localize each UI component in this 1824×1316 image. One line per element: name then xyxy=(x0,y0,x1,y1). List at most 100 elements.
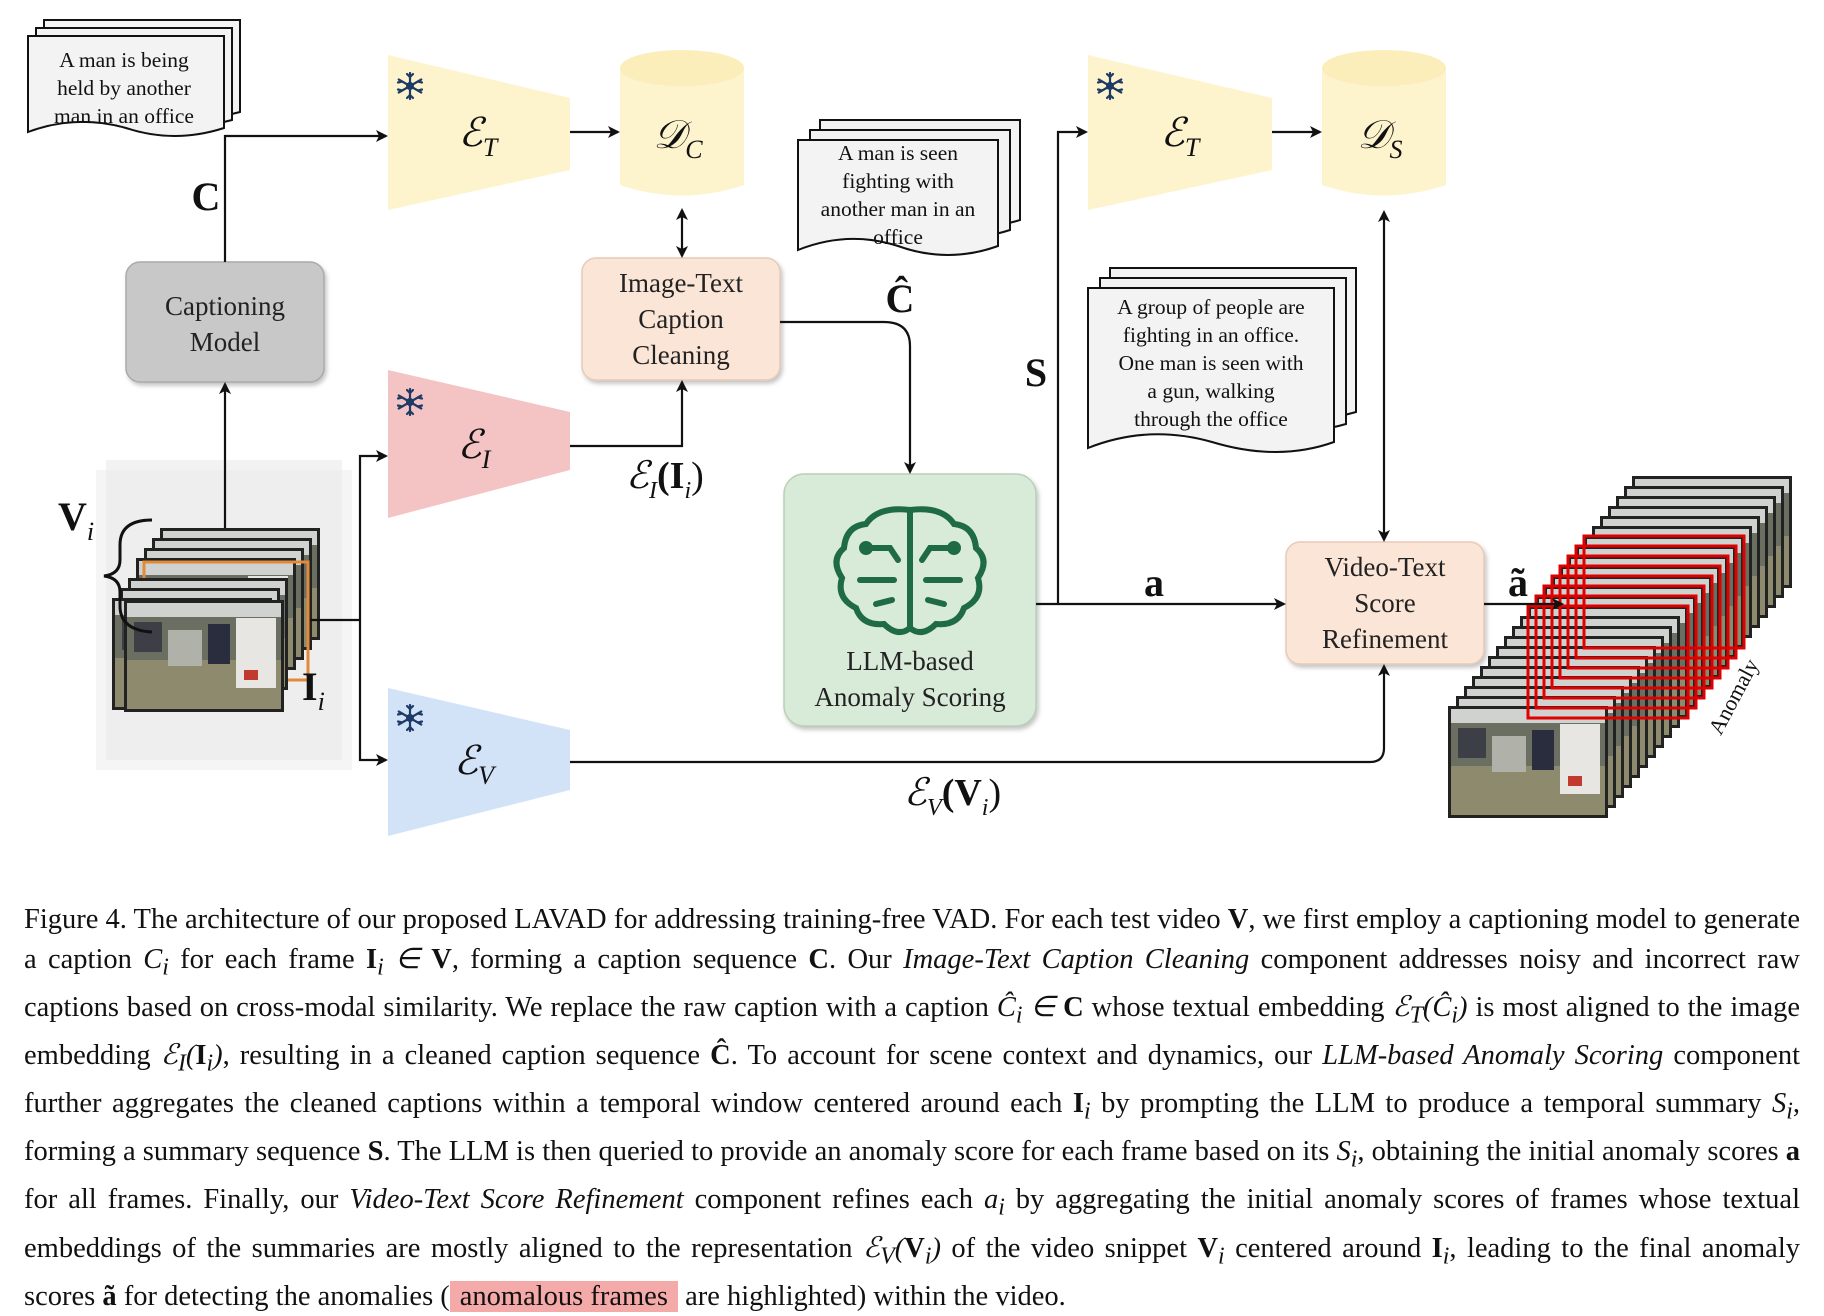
encoder-subscript: T xyxy=(1185,133,1201,162)
caption-text: for each frame xyxy=(168,943,367,975)
caption-text: , we first employ a captioning model to … xyxy=(24,904,1800,975)
caption-math: Ii xyxy=(1072,1088,1091,1125)
svg-text:ℰT: ℰT xyxy=(459,110,499,162)
refined-scores-symbol: ã xyxy=(1508,560,1528,605)
caption-text: centered around xyxy=(1224,1232,1432,1264)
captioning-label: Model xyxy=(190,327,261,357)
cleaning-label: Image-Text xyxy=(619,268,744,298)
svg-text:𝒟S: 𝒟S xyxy=(1358,112,1403,164)
image-embedding-label: ℰI(Ii) xyxy=(626,455,704,504)
video-encoder: ℰV xyxy=(388,688,570,836)
summary-line: through the office xyxy=(1134,407,1288,431)
caption-math: ai xyxy=(983,1184,1005,1222)
clean-caption-line: office xyxy=(873,225,923,249)
frame-label: Ii xyxy=(302,664,325,716)
caption-text: for all frames. Finally, our xyxy=(24,1184,350,1216)
caption-math: S xyxy=(367,1136,384,1168)
caption-math: Ii xyxy=(1431,1232,1450,1270)
caption-text: . Our xyxy=(829,943,904,975)
encoder-symbol: ℰ xyxy=(1161,110,1189,155)
summary-line: One man is seen with xyxy=(1118,351,1303,375)
svg-text:ℰI: ℰI xyxy=(458,422,492,474)
text-encoder-top: ℰT xyxy=(388,55,570,210)
caption-text: of the video snippet xyxy=(940,1232,1198,1264)
video-embedding-label: ℰV(Vi) xyxy=(904,772,1001,821)
database-subscript: S xyxy=(1389,135,1402,164)
summary-database: 𝒟S xyxy=(1322,50,1446,196)
caption-math: Si xyxy=(1336,1136,1358,1173)
llm-scoring-box: LLM-based Anomaly Scoring xyxy=(783,473,1037,727)
clean-caption-line: A man is seen xyxy=(838,141,958,165)
caption-text: by prompting the LLM to produce a tempor… xyxy=(1090,1088,1773,1120)
image-encoder: ℰI xyxy=(388,370,570,518)
refine-label: Score xyxy=(1354,588,1415,618)
caption-math: ℰI(Ii) xyxy=(160,1039,223,1077)
caption-math: Vi xyxy=(1197,1232,1225,1270)
captioning-model-box: Captioning Model xyxy=(125,261,325,383)
caption-math: Ĉ xyxy=(710,1039,731,1071)
clean-caption-line: fighting with xyxy=(842,169,954,193)
summary-line: a gun, walking xyxy=(1147,379,1274,403)
clean-caption-line: another man in an xyxy=(821,197,976,221)
raw-caption-line: A man is being xyxy=(59,48,189,72)
caption-text: by aggregating the initial anomaly score… xyxy=(24,1184,1800,1264)
caption-text: component addresses noisy and incorrect … xyxy=(24,943,1801,1023)
raw-caption-document: A man is being held by another man in an… xyxy=(27,19,241,137)
caption-math: C xyxy=(808,943,829,975)
score-refinement-box: Video-Text Score Refinement xyxy=(1285,541,1485,665)
summary-document: A group of people are fighting in an off… xyxy=(1087,267,1357,453)
summary-sequence-symbol: S xyxy=(1025,350,1047,395)
svg-text:ℰT: ℰT xyxy=(1161,110,1201,162)
caption-math: Ĉi ∈ C xyxy=(996,991,1084,1029)
caption-text: Figure 4. The architecture of our propos… xyxy=(24,904,1228,935)
summary-line: fighting in an office. xyxy=(1123,323,1299,347)
snippet-brace xyxy=(103,518,153,634)
summary-line: A group of people are xyxy=(1117,295,1304,319)
video-snippet-label: Vi xyxy=(58,494,94,546)
caption-sequence-symbol: C xyxy=(192,174,221,219)
connectors xyxy=(219,126,1564,766)
caption-text: , forming a caption sequence xyxy=(451,943,809,975)
raw-caption-line: man in an office xyxy=(54,104,194,128)
architecture-diagram: A man is being held by another man in an… xyxy=(27,19,1792,836)
caption-cleaning-box: Image-Text Caption Cleaning xyxy=(581,257,781,381)
caption-text: component refines each xyxy=(683,1184,984,1216)
svg-text:ℰV: ℰV xyxy=(454,738,497,790)
anomaly-scores-symbol: a xyxy=(1144,560,1164,605)
encoder-symbol: ℰ xyxy=(459,110,487,155)
raw-caption-line: held by another xyxy=(57,76,191,100)
caption-emphasis: Image-Text Caption Cleaning xyxy=(903,943,1250,975)
caption-text: for detecting the anomalies ( xyxy=(116,1280,450,1312)
caption-text: . To account for scene context and dynam… xyxy=(730,1039,1323,1071)
brain-icon xyxy=(833,506,987,636)
caption-math: V xyxy=(1227,904,1249,935)
llm-label: Anomaly Scoring xyxy=(814,682,1005,712)
caption-text: , forming a summary sequence xyxy=(24,1088,1800,1168)
cleaning-label: Caption xyxy=(638,304,724,334)
refine-label: Refinement xyxy=(1322,624,1448,654)
caption-text: are highlighted) within the video. xyxy=(677,1280,1066,1312)
caption-text: component further aggregates the cleaned… xyxy=(24,1039,1800,1120)
caption-text: whose textual embedding xyxy=(1083,991,1393,1023)
caption-text: . The LLM is then queried to provide an … xyxy=(383,1136,1337,1168)
caption-emphasis: LLM-based Anomaly Scoring xyxy=(1322,1039,1664,1071)
caption-text: is most aligned to the image embedding xyxy=(24,991,1800,1071)
caption-text: , obtaining the initial anomaly scores xyxy=(1357,1136,1786,1168)
caption-emphasis: Video-Text Score Refinement xyxy=(349,1184,684,1216)
caption-math: ã xyxy=(102,1280,117,1312)
caption-text: , resulting in a cleaned caption sequenc… xyxy=(222,1039,711,1071)
database-subscript: C xyxy=(685,135,703,164)
caption-text: , leading to the final anomaly scores xyxy=(24,1232,1800,1312)
clean-caption-document: A man is seen fighting with another man … xyxy=(797,119,1021,256)
caption-math: Ci xyxy=(143,943,169,981)
text-encoder-right: ℰT xyxy=(1088,55,1272,210)
cleaned-caption-symbol: Ĉ xyxy=(886,275,915,321)
cleaning-label: Cleaning xyxy=(632,340,729,370)
figure-caption: Figure 4. The architecture of our propos… xyxy=(24,900,1800,1316)
encoder-subscript: T xyxy=(483,133,499,162)
caption-database: 𝒟C xyxy=(620,50,744,196)
encoder-symbol: ℰ xyxy=(458,422,486,467)
encoder-subscript: V xyxy=(478,761,497,790)
caption-math: ℰT(Ĉi) xyxy=(1392,991,1468,1029)
anomalous-frame-highlights xyxy=(1526,534,1746,720)
